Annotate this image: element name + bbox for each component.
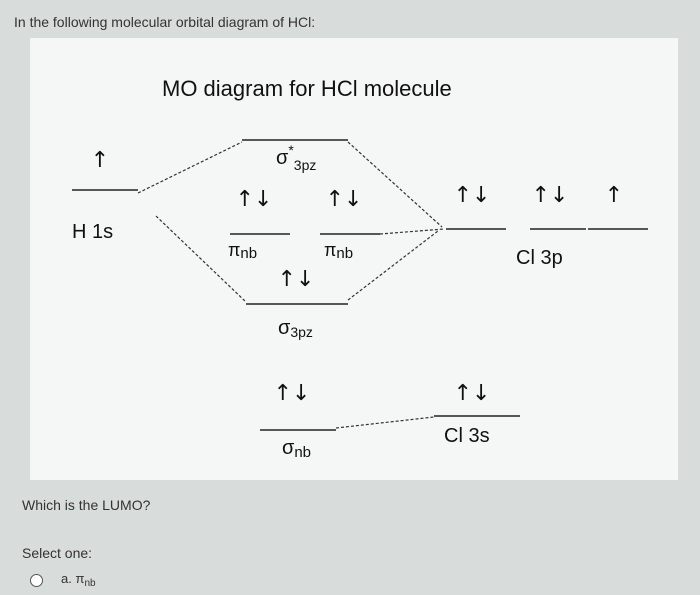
corr-line-cl-pinb bbox=[379, 228, 445, 235]
mo-diagram-svg: MO diagram for HCl molecule ↑ ↑↓ ↑↓ ↑↓ ↑… bbox=[72, 76, 648, 461]
cl3p-2-electrons: ↑↓ bbox=[532, 183, 569, 208]
mo-diagram: MO diagram for HCl molecule ↑ ↑↓ ↑↓ ↑↓ ↑… bbox=[30, 38, 678, 480]
corr-line-cl-sigma bbox=[347, 230, 439, 301]
sigma-3pz-label: σ3pz bbox=[278, 317, 313, 340]
question-text: In the following molecular orbital diagr… bbox=[14, 14, 316, 30]
corr-line-h-sigma bbox=[155, 215, 247, 303]
lumo-question: Which is the LUMO? bbox=[22, 497, 151, 513]
option-a-radio[interactable] bbox=[30, 573, 43, 587]
corr-line-cl-sigmanb bbox=[335, 416, 435, 429]
h1s-electrons: ↑ bbox=[91, 148, 109, 173]
h1s-label: H 1s bbox=[72, 221, 113, 243]
pi-nb-1-electrons: ↑↓ bbox=[236, 187, 273, 212]
cl3p-1-electrons: ↑↓ bbox=[454, 183, 491, 208]
pi-nb-2-label: πnb bbox=[324, 240, 353, 262]
sigma-nb-electrons: ↑↓ bbox=[274, 381, 311, 406]
corr-line-cl-sigmastar bbox=[347, 141, 443, 228]
pi-nb-2-electrons: ↑↓ bbox=[326, 187, 363, 212]
cl3p-label: Cl 3p bbox=[516, 247, 563, 269]
option-a[interactable]: a. πnb bbox=[30, 571, 96, 589]
diagram-title: MO diagram for HCl molecule bbox=[162, 76, 452, 101]
corr-line-h-sigmastar bbox=[137, 141, 243, 194]
sigma-3pz-electrons: ↑↓ bbox=[278, 267, 315, 292]
sigma-nb-label: σnb bbox=[282, 437, 311, 461]
select-one-label: Select one: bbox=[22, 545, 93, 561]
cl3s-label: Cl 3s bbox=[444, 425, 490, 447]
cl3p-3-electrons: ↑ bbox=[605, 183, 623, 208]
cl3s-electrons: ↑↓ bbox=[454, 381, 491, 406]
option-a-label[interactable]: a. πnb bbox=[61, 571, 96, 589]
pi-nb-1-label: πnb bbox=[228, 240, 257, 262]
sigma-star-label: σ*3pz bbox=[276, 142, 316, 173]
